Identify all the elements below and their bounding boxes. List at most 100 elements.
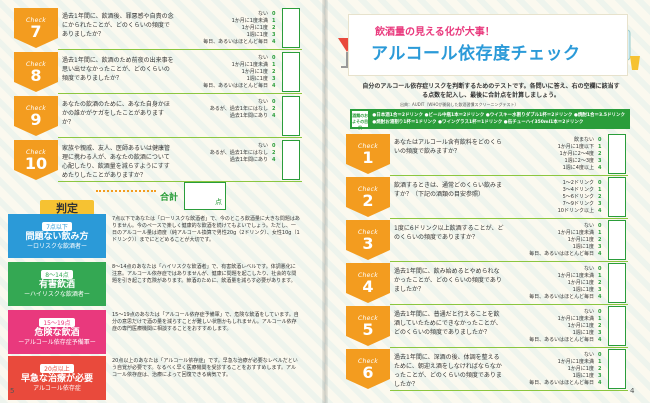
answer-option: 毎日、あるいはほとんど毎日	[203, 83, 268, 89]
answer-option: 1週に1度	[246, 76, 268, 82]
level-title: 問題ない飲み方	[25, 231, 89, 242]
answer-option: ない	[257, 143, 268, 149]
answer-option: ない	[257, 55, 268, 61]
judge-arrow	[96, 190, 156, 193]
score-value: 1	[598, 273, 602, 279]
score-input-box[interactable]	[282, 96, 300, 136]
score-value: 3	[598, 201, 602, 207]
check-label: Check	[358, 142, 378, 150]
row-divider	[390, 261, 628, 262]
check-label: Check	[358, 271, 378, 279]
level-badge: 8〜14点有害飲酒ーハイリスクな飲酒者ー	[8, 262, 106, 306]
score-input-box[interactable]	[608, 177, 626, 217]
score-value: 0	[598, 309, 602, 315]
score-value: 2	[598, 323, 602, 329]
score-value: 0	[272, 99, 276, 105]
row-divider	[58, 93, 302, 94]
answer-option: ない	[583, 266, 594, 272]
question-text: 過去1年間に、深酒の後、体調を整えるために、朝迎え酒をしなければならなかったこと…	[394, 354, 502, 388]
score-input-box[interactable]	[608, 134, 626, 174]
score-value: 2	[272, 106, 276, 112]
question-text: 飲酒するときは、通常どのくらい飲みますか？（下記の酒類の目安参照）	[394, 182, 503, 198]
score-value: 1	[598, 144, 602, 150]
check-number: 5	[362, 319, 374, 339]
level-points: 20点以上	[40, 363, 74, 373]
score-value: 3	[272, 76, 276, 82]
score-input-box[interactable]	[282, 8, 300, 48]
score-value: 3	[272, 32, 276, 38]
question-text: 過去1年間に、普通だと行えることを飲酒していたためにできなかったことが、どのくら…	[394, 311, 502, 336]
answer-options: ないあるが、過去1年にはなし過去1年間にあり	[178, 96, 270, 136]
answer-option: 1か月に1度	[241, 25, 268, 31]
score-value: 4	[598, 380, 602, 386]
answer-option: 過去1年間にあり	[229, 157, 268, 163]
score-input-box[interactable]	[608, 349, 626, 389]
answer-option: 1か月に1度未満	[557, 316, 594, 322]
answer-option: 3〜4ドリンク	[562, 187, 594, 193]
score-input-box[interactable]	[282, 52, 300, 92]
answer-option: 1週に1度	[572, 287, 594, 293]
answer-option: ない	[583, 352, 594, 358]
answer-option: 過去1年間にあり	[229, 113, 268, 119]
row-divider	[58, 181, 302, 182]
answer-option: 7〜9ドリンク	[562, 201, 594, 207]
score-value: 1	[598, 230, 602, 236]
drink-standard-text: ●日本酒1合＝2ドリンク ●ビール中瓶1本＝2ドリンク ●ウイスキー水割りダブル…	[372, 113, 626, 125]
answer-option: ない	[583, 309, 594, 315]
check-number: 1	[362, 147, 374, 167]
score-value: 0	[598, 352, 602, 358]
answer-option: 毎日、あるいはほとんど毎日	[203, 39, 268, 45]
row-divider	[390, 304, 628, 305]
answer-option: 1週に2〜3度	[564, 158, 594, 164]
answer-option: 1か月に1度未満	[557, 230, 594, 236]
total-input-box[interactable]: 点	[184, 182, 227, 210]
row-divider	[390, 218, 628, 219]
score-value: 4	[598, 251, 602, 257]
answer-option: 1週に1度	[572, 373, 594, 379]
check-label: Check	[358, 357, 378, 365]
row-divider	[390, 347, 628, 348]
score-value: 0	[598, 266, 602, 272]
question-row: Check 2 飲酒するときは、通常どのくらい飲みますか？（下記の酒類の目安参照） 1…	[346, 177, 626, 217]
answer-option: 毎日、あるいはほとんど毎日	[529, 337, 594, 343]
score-value: 4	[272, 83, 276, 89]
score-input-box[interactable]	[608, 220, 626, 260]
check-label: Check	[358, 185, 378, 193]
score-value: 2	[598, 280, 602, 286]
check-number: 7	[30, 21, 42, 41]
score-value: 1	[598, 187, 602, 193]
check-label: Check	[358, 314, 378, 322]
score-value: 4	[598, 294, 602, 300]
level-subtitle: ーハイリスクな飲酒者ー	[24, 290, 90, 298]
level-subtitle: アルコール依存症	[33, 384, 81, 392]
score-value: 2	[598, 194, 602, 200]
score-value: 0	[272, 55, 276, 61]
score-input-box[interactable]	[608, 306, 626, 346]
answer-option: 1か月に1度	[241, 69, 268, 75]
score-input-box[interactable]	[282, 140, 300, 180]
level-subtitle: ーアルコール依存症予備軍ー	[18, 338, 96, 346]
level-title: 危険な飲酒	[34, 327, 80, 338]
score-value: 3	[598, 244, 602, 250]
score-value: 4	[598, 337, 602, 343]
score-value: 2	[598, 237, 602, 243]
level-points: 7点以下	[42, 221, 72, 231]
answer-option: ない	[583, 223, 594, 229]
level-description: 20点以上のあなたは「アルコール依存症」です。早急な治療が必要なレベルだという自…	[112, 358, 298, 378]
score-value: 1	[598, 359, 602, 365]
score-input-box[interactable]	[608, 263, 626, 303]
answer-option: 1週に1度	[246, 32, 268, 38]
